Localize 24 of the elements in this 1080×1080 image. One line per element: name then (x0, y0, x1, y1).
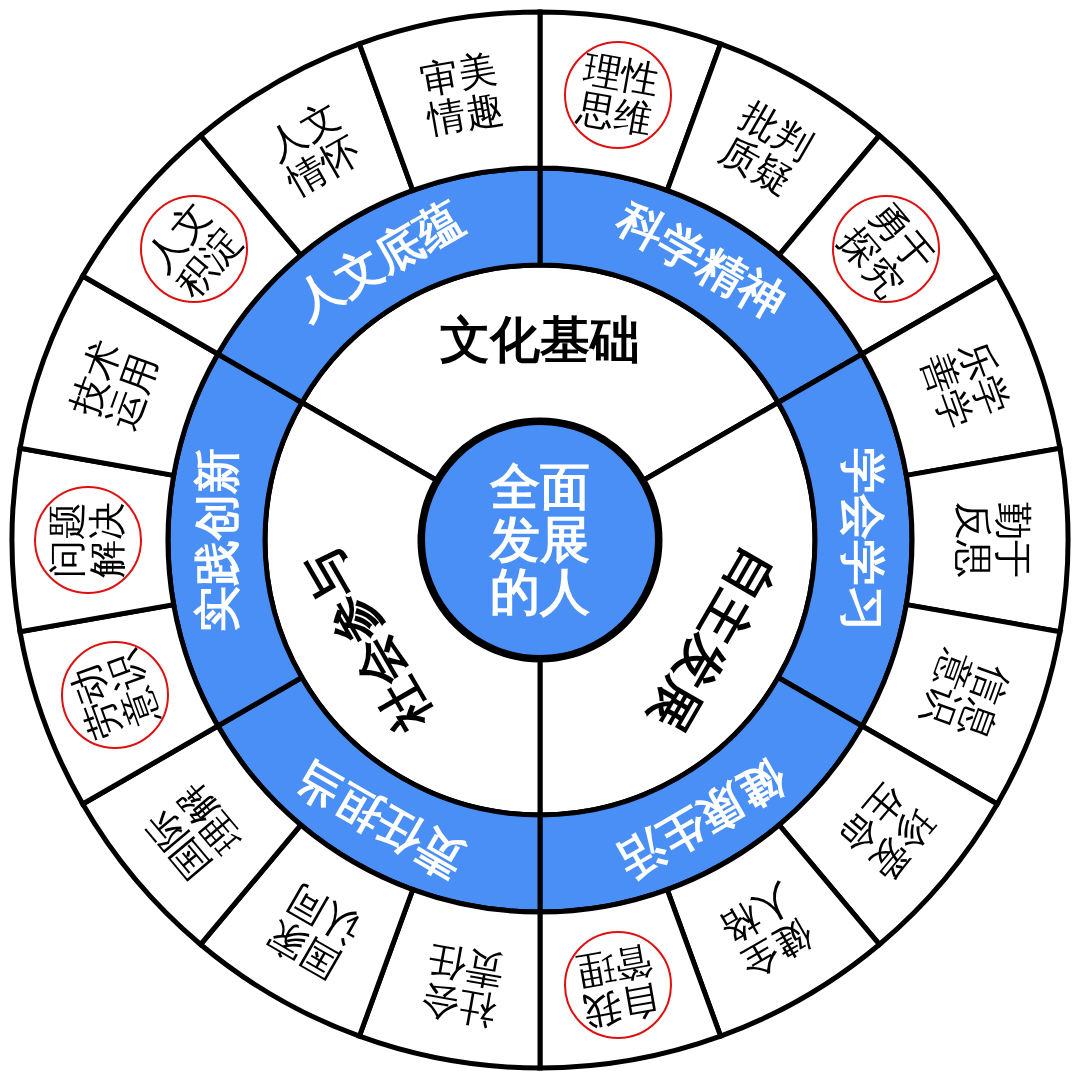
quality-label: 人文积淀 (138, 194, 249, 305)
quality-label: 健全人格 (713, 877, 819, 985)
quality-label: 珍爱生命 (831, 775, 942, 886)
domain-label: 文化基础 (427, 313, 653, 367)
quality-label: 审美情趣 (417, 49, 506, 141)
quality-label: 理性思维 (574, 49, 663, 141)
quality-label: 勤于反思 (952, 502, 1032, 578)
quality-label: 国际理解 (138, 775, 249, 886)
quality-label: 社会责任 (417, 939, 506, 1031)
quality-label: 劳动意识 (64, 645, 166, 744)
quality-label: 自我管理 (574, 939, 663, 1031)
quality-label: 勇于探究 (831, 194, 942, 305)
quality-label: 批判质疑 (713, 95, 819, 203)
ring-circle (34, 486, 142, 594)
ring-circle (564, 40, 673, 149)
core-label: 学会学习 (838, 436, 888, 644)
ring-circle (564, 931, 673, 1040)
quality-label: 乐学善学 (914, 336, 1016, 435)
quality-label: 问题解决 (48, 502, 128, 578)
quality-label: 国家认同 (261, 877, 367, 985)
quality-label: 技术运用 (64, 336, 166, 435)
quality-label: 信息意识 (914, 645, 1016, 744)
core-label: 实践创新 (192, 436, 242, 644)
quality-label: 人文情怀 (261, 95, 367, 203)
